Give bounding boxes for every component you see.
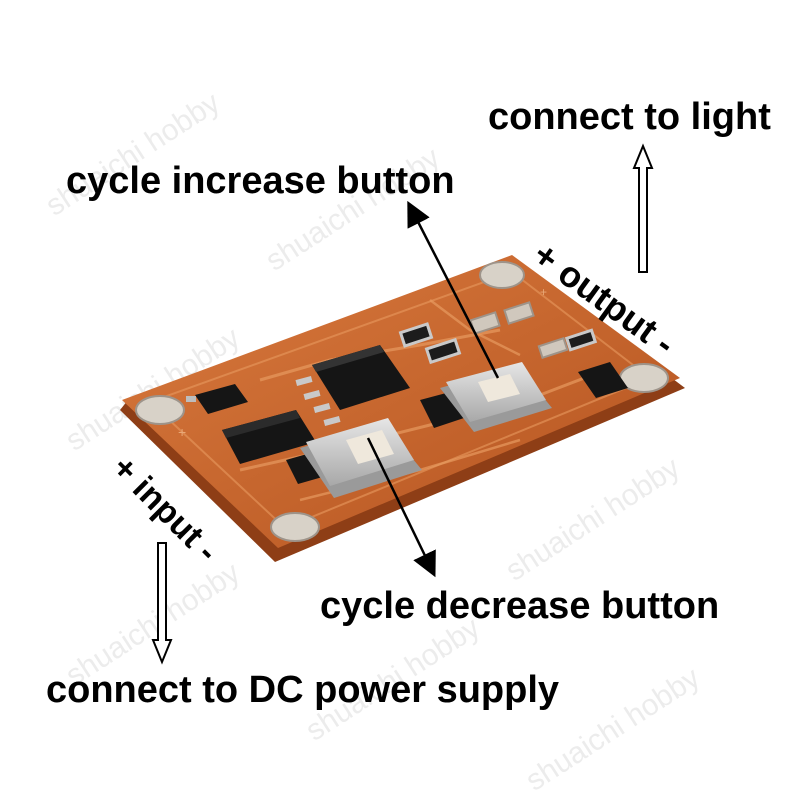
smd-components [286, 301, 628, 484]
cycle-decrease-switch [300, 418, 422, 498]
increase-arrow [407, 200, 500, 379]
svg-text:+: + [540, 285, 547, 299]
connect-to-dc-label: connect to DC power supply [46, 669, 560, 711]
solder-pads [135, 261, 669, 542]
cycle-increase-switch [440, 362, 552, 432]
input-hollow-arrow-icon [151, 542, 173, 665]
output-hollow-arrow-icon [632, 143, 654, 273]
smd-diode [222, 410, 316, 464]
sot-transistor-left [186, 384, 248, 414]
ic-chip [295, 345, 410, 426]
decrease-arrow [366, 437, 436, 578]
svg-text:+: + [178, 424, 186, 440]
cycle-decrease-label: cycle decrease button [320, 585, 720, 627]
connect-to-light-label: connect to light [488, 96, 771, 138]
cycle-increase-label: cycle increase button [66, 160, 455, 202]
